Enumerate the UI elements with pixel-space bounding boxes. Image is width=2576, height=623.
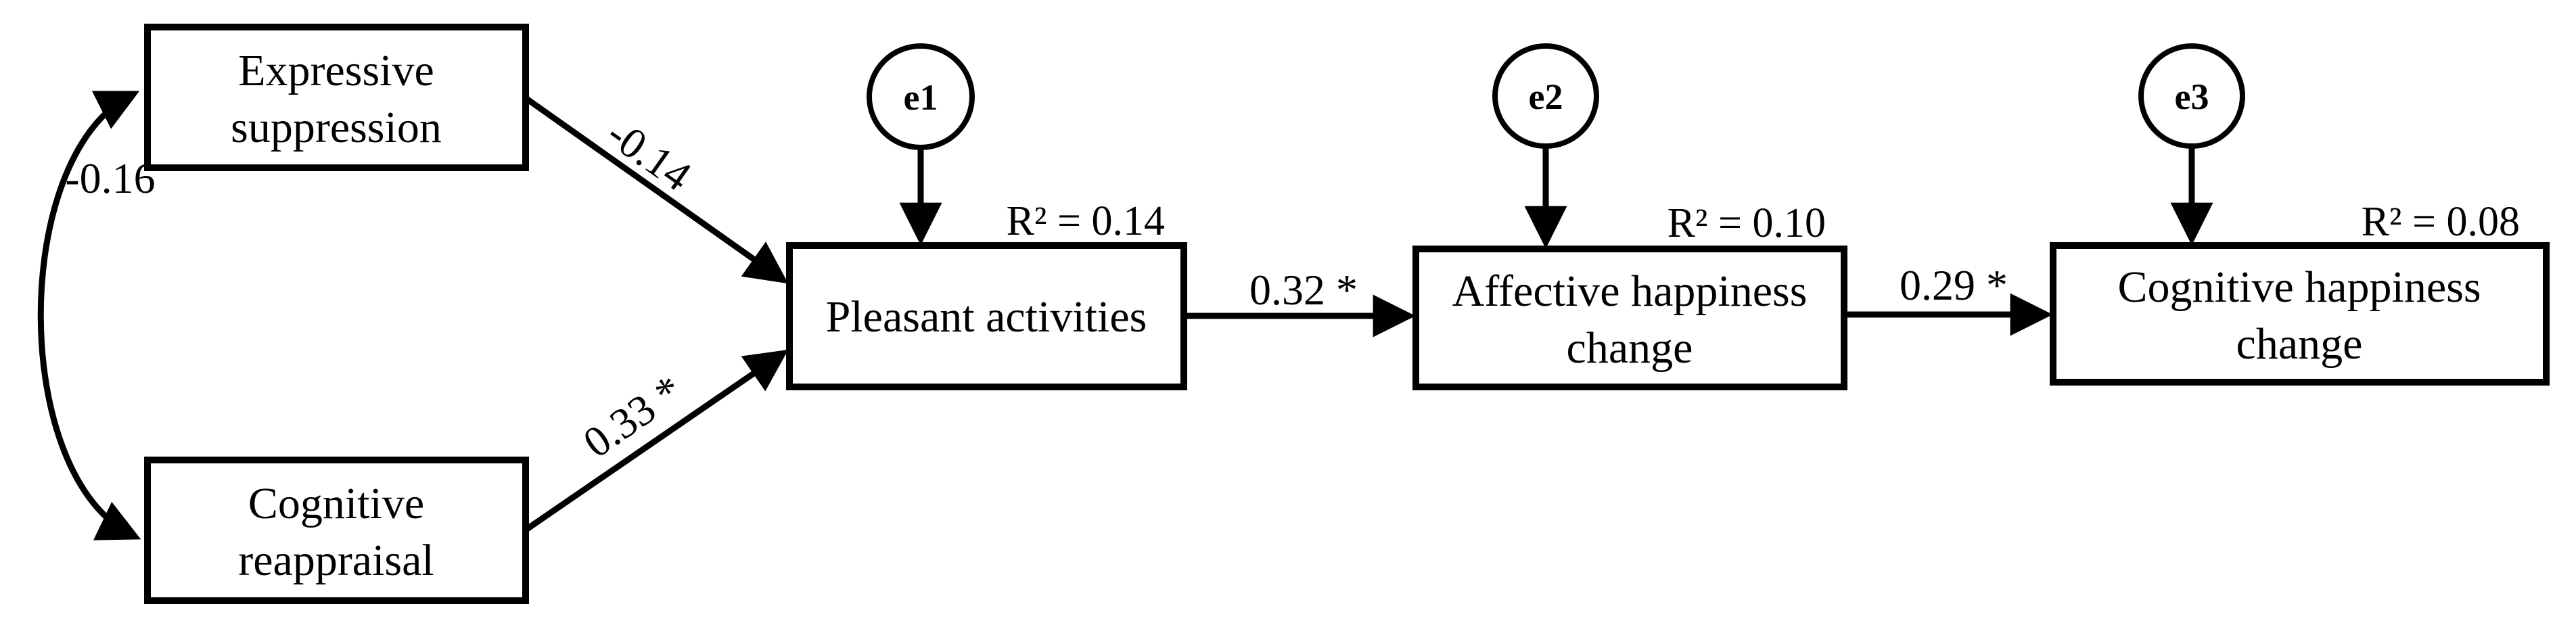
box-affective-happiness-change (1412, 246, 1847, 390)
cognitive-happiness-label-line2: change (2236, 319, 2363, 369)
arrow-reappraisal-to-pleasant (525, 349, 789, 532)
cognitive-reappraisal-label-line1: Cognitive (248, 479, 424, 528)
error-term-e1-label: e1 (904, 77, 938, 118)
affective-happiness-label-line1: Affective happiness (1452, 267, 1808, 316)
box-cognitive-happiness-change (2050, 242, 2550, 386)
error-term-e2-label: e2 (1529, 76, 1563, 117)
pleasant-to-affective-coefficient-label: 0.32 * (1249, 266, 1358, 314)
affective-to-cognitive-coefficient-label: 0.29 * (1900, 261, 2008, 309)
cognitive-happiness-label-line1: Cognitive happiness (2117, 262, 2481, 312)
pleasant-activities-r2-label: R² = 0.14 (1007, 198, 1165, 244)
covariance-coefficient-label: -0.16 (65, 154, 155, 202)
arrow-suppression-to-pleasant (524, 95, 789, 284)
box-pleasant-activities (786, 242, 1187, 390)
reappraisal-to-pleasant-coefficient-label: 0.33 * (574, 366, 691, 467)
affective-happiness-r2-label: R² = 0.10 (1668, 200, 1826, 246)
cognitive-reappraisal-label-line2: reappraisal (238, 536, 434, 585)
box-cognitive-reappraisal (144, 457, 529, 604)
expressive-suppression-label-line2: suppression (231, 103, 442, 152)
covariance-arc-arrow (37, 91, 141, 540)
cognitive-happiness-r2-label: R² = 0.08 (2362, 199, 2520, 245)
affective-happiness-label-line2: change (1567, 323, 1693, 373)
box-expressive-suppression (144, 24, 529, 171)
pleasant-activities-label: Pleasant activities (826, 292, 1147, 342)
error-term-e3-label: e3 (2175, 76, 2209, 117)
expressive-suppression-label-line1: Expressive (238, 46, 434, 95)
